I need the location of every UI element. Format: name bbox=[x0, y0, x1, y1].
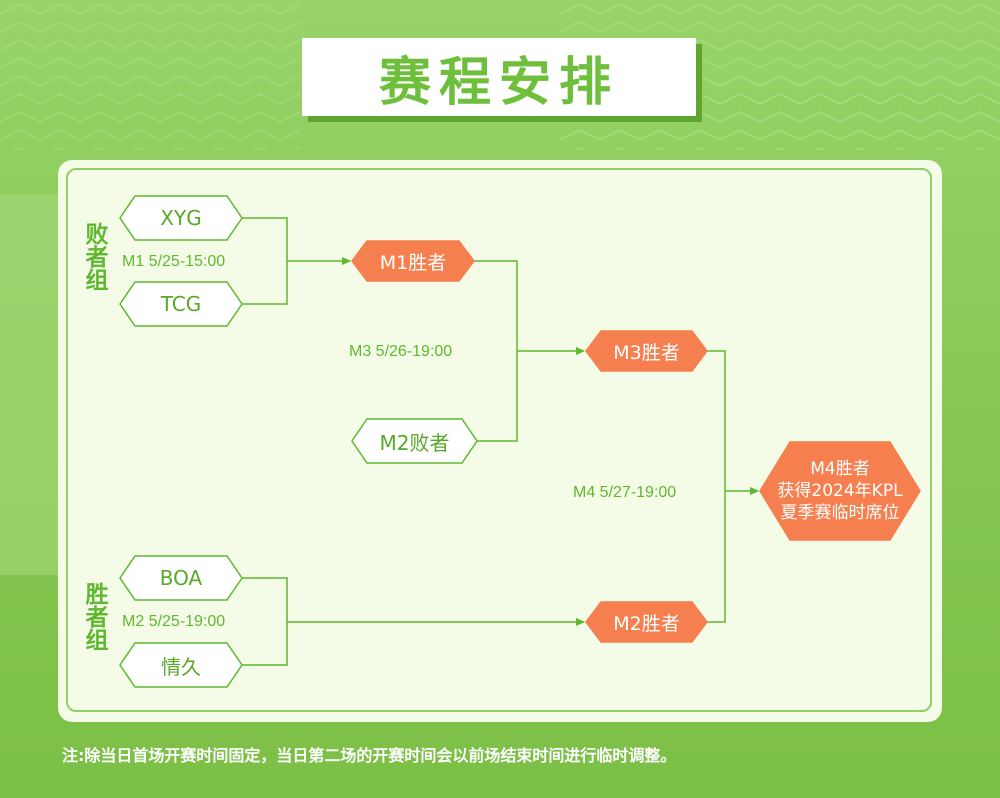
team-tcg: TCG bbox=[160, 292, 202, 316]
node-boa bbox=[119, 555, 243, 601]
m3-winner-label: M3胜者 bbox=[613, 341, 680, 364]
m1-match-info: M1 5/25-15:00 bbox=[122, 253, 226, 270]
node-m2-loser bbox=[351, 418, 478, 464]
node-m3-winner bbox=[585, 330, 708, 372]
final-line-2: 获得2024年KPL bbox=[777, 481, 903, 501]
node-m1-winner bbox=[351, 240, 475, 282]
node-m4-winner-final bbox=[759, 441, 921, 541]
m3-match-info: M3 5/26-19:00 bbox=[349, 343, 453, 360]
loser-group-label: 败者组 bbox=[81, 222, 107, 291]
m2-winner-label: M2胜者 bbox=[613, 612, 680, 635]
bracket-panel-border bbox=[66, 168, 932, 712]
winner-group-label: 胜者组 bbox=[81, 582, 107, 651]
team-boa: BOA bbox=[159, 566, 203, 590]
m4-match-info: M4 5/27-19:00 bbox=[573, 484, 677, 501]
team-xyg: XYG bbox=[160, 206, 202, 230]
title-banner: 赛程安排 bbox=[302, 38, 696, 116]
m2-match-info: M2 5/25-19:00 bbox=[122, 613, 226, 630]
m1-winner-label: M1胜者 bbox=[379, 251, 447, 274]
schedule-footnote: 注:除当日首场开赛时间固定，当日第二场的开赛时间会以前场结束时间进行临时调整。 bbox=[62, 746, 677, 765]
page-title: 赛程安排 bbox=[378, 52, 619, 113]
node-m2-winner bbox=[585, 601, 708, 643]
node-qingjiu bbox=[119, 642, 243, 688]
connector-m3 bbox=[472, 260, 584, 442]
node-tcg bbox=[119, 281, 243, 327]
connector-m2-winner bbox=[240, 577, 584, 666]
connector-m4 bbox=[705, 350, 758, 623]
final-winner-label: M4胜者 获得2024年KPL 夏季赛临时席位 bbox=[760, 442, 920, 540]
team-qingjiu: 情久 bbox=[161, 654, 201, 679]
final-line-1: M4胜者 bbox=[810, 459, 870, 479]
node-xyg bbox=[119, 195, 243, 241]
connector-m1 bbox=[240, 217, 350, 305]
final-line-3: 夏季赛临时席位 bbox=[780, 503, 900, 523]
m2-loser-label: M2败者 bbox=[379, 430, 450, 455]
